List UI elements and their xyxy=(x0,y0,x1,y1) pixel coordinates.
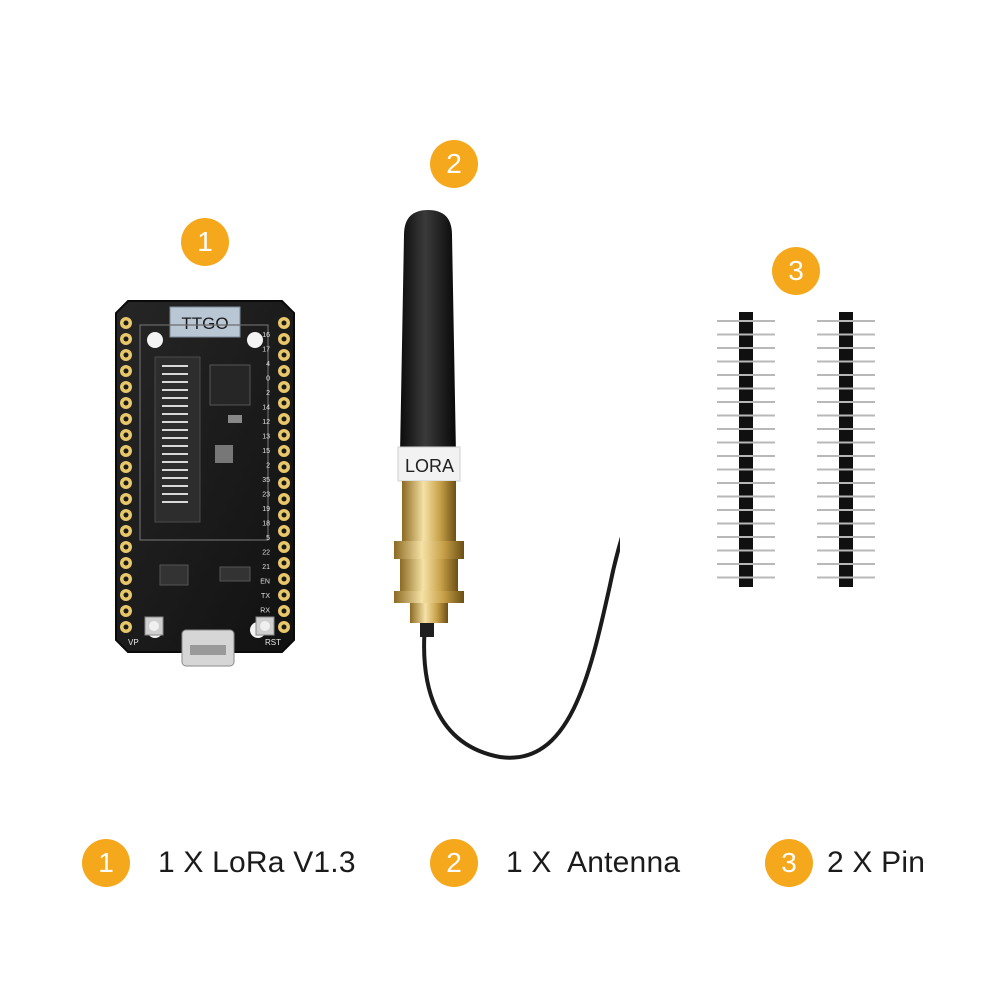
pin-header-1 xyxy=(717,312,775,587)
legend-text-antenna: 1 X Antenna xyxy=(506,846,681,879)
pin-label: 5 xyxy=(266,535,270,542)
pin xyxy=(717,428,775,430)
pin xyxy=(717,576,775,579)
badge-board: 1 xyxy=(181,218,229,266)
pin-label: 19 xyxy=(262,506,270,513)
pin xyxy=(717,347,775,349)
pin-label: 2 xyxy=(266,390,270,397)
pin xyxy=(817,441,875,444)
pin xyxy=(817,576,875,579)
pin xyxy=(717,387,775,390)
pin xyxy=(817,455,875,457)
pin xyxy=(717,482,775,484)
pin xyxy=(717,536,775,538)
pin xyxy=(717,455,775,457)
pin-label: 15 xyxy=(262,448,270,455)
pin xyxy=(817,482,875,484)
badge-pins: 3 xyxy=(772,247,820,295)
pin xyxy=(817,387,875,390)
badge-antenna: 2 xyxy=(430,140,478,188)
pin-label: 4 xyxy=(266,361,270,368)
pin-label: 21 xyxy=(262,564,270,571)
legend-badge-board: 1 xyxy=(82,839,130,887)
pin xyxy=(817,374,875,376)
pin-label: 22 xyxy=(262,550,270,557)
pin-header-2 xyxy=(817,312,875,587)
pin-label: 2 xyxy=(266,463,270,470)
pin xyxy=(717,360,775,363)
pin xyxy=(717,320,775,322)
pin xyxy=(817,522,875,525)
legend-item-antenna: 2 1 X Antenna xyxy=(430,837,680,889)
pin xyxy=(717,333,775,336)
pin-label: RX xyxy=(260,608,270,615)
pin xyxy=(817,536,875,538)
pin xyxy=(817,468,875,471)
legend-badge-antenna: 2 xyxy=(430,839,478,887)
pin-label: 14 xyxy=(262,405,270,412)
pin xyxy=(717,509,775,511)
pin xyxy=(717,401,775,403)
board-label: TTGO xyxy=(181,314,228,333)
pin-label: 35 xyxy=(262,477,270,484)
pin xyxy=(717,563,775,565)
pin-label: 0 xyxy=(266,376,270,383)
pin xyxy=(717,468,775,471)
legend-item-pins: 3 2 X Pin xyxy=(765,837,925,889)
button-label-rst: RST xyxy=(265,638,281,647)
pin xyxy=(717,495,775,498)
pin xyxy=(817,509,875,511)
pin-label: 13 xyxy=(262,434,270,441)
pin xyxy=(817,549,875,552)
pin xyxy=(717,441,775,444)
pin xyxy=(817,428,875,430)
antenna-image: LORA xyxy=(394,210,620,760)
pin-headers-image xyxy=(717,312,875,587)
pin-label: EN xyxy=(260,579,270,586)
pin-label: 16 xyxy=(262,332,270,339)
pin xyxy=(817,401,875,403)
pin xyxy=(717,522,775,525)
lora-board-image: TTGO xyxy=(115,300,295,667)
pin xyxy=(717,374,775,376)
legend-text-board: 1 X LoRa V1.3 xyxy=(158,846,356,879)
pin xyxy=(717,549,775,552)
legend-item-board: 1 1 X LoRa V1.3 xyxy=(82,837,356,889)
pin-label: TX xyxy=(261,593,270,600)
pin xyxy=(817,333,875,336)
pin-label: 23 xyxy=(262,492,270,499)
pin xyxy=(817,495,875,498)
left-pin-holes xyxy=(120,317,132,633)
pin-label: 18 xyxy=(262,521,270,528)
pin xyxy=(817,320,875,322)
pin xyxy=(817,360,875,363)
pin xyxy=(817,347,875,349)
right-pin-holes xyxy=(278,317,290,633)
legend-badge-pins: 3 xyxy=(765,839,813,887)
pin xyxy=(717,414,775,417)
pin xyxy=(817,414,875,417)
antenna-sleeve-text: LORA xyxy=(405,456,454,476)
pin xyxy=(817,563,875,565)
button-label-vp: VP xyxy=(128,638,139,647)
pin-label: 12 xyxy=(262,419,270,426)
legend-text-pins: 2 X Pin xyxy=(827,846,926,879)
pin-label: 17 xyxy=(262,347,270,354)
